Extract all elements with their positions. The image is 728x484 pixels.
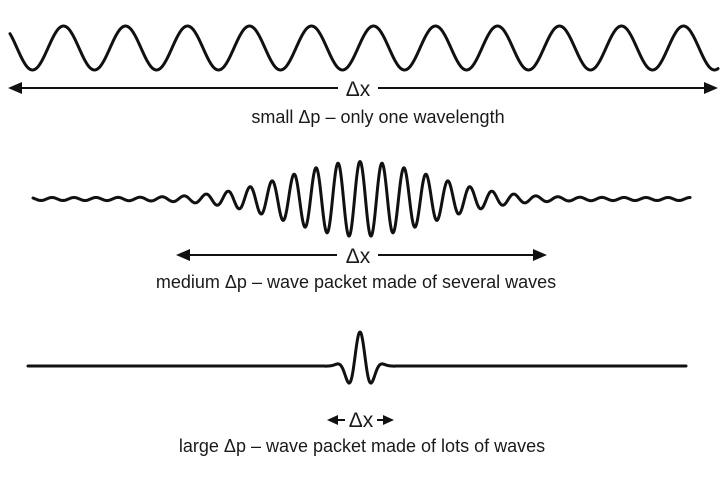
arrow-right-head bbox=[704, 82, 718, 94]
arrow-left-head bbox=[8, 82, 22, 94]
caption-large-dp: large Δp – wave packet made of lots of w… bbox=[179, 436, 545, 456]
arrow-right-head bbox=[383, 415, 394, 425]
caption-medium-dp: medium Δp – wave packet made of several … bbox=[156, 272, 556, 292]
delta-x-arrow bbox=[8, 82, 718, 94]
delta-x-label: Δx bbox=[346, 78, 371, 101]
delta-x-arrow bbox=[176, 249, 547, 261]
wave-packet-medium bbox=[31, 160, 692, 238]
panel-medium-dp: Δx medium Δp – wave packet made of sever… bbox=[31, 160, 692, 292]
arrow-right-head bbox=[533, 249, 547, 261]
arrow-left-head bbox=[327, 415, 338, 425]
sine-wave bbox=[8, 24, 720, 72]
panel-small-dp: Δx small Δp – only one wavelength bbox=[8, 24, 720, 127]
panel-large-dp: Δx large Δp – wave packet made of lots o… bbox=[26, 330, 688, 456]
delta-x-label: Δx bbox=[346, 245, 371, 268]
delta-x-arrow bbox=[327, 415, 394, 425]
delta-x-label: Δx bbox=[349, 409, 374, 432]
caption-small-dp: small Δp – only one wavelength bbox=[251, 107, 504, 127]
wave-packet-large bbox=[26, 330, 688, 385]
arrow-left-head bbox=[176, 249, 190, 261]
